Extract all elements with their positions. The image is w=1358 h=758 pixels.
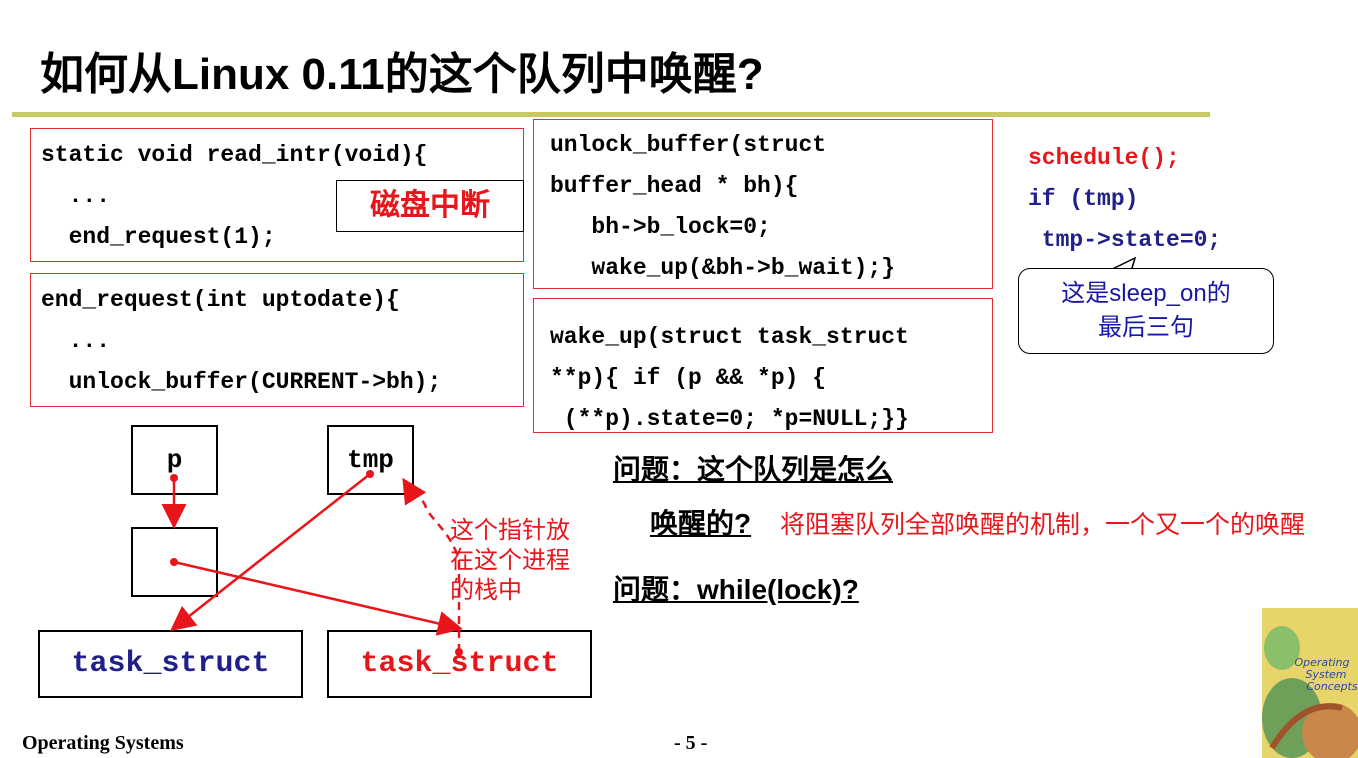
answer-1: 将阻塞队列全部唤醒的机制，一个又一个的唤醒	[780, 511, 1306, 539]
code-line: ...	[41, 328, 111, 354]
arrow-tmp-to-task1	[170, 473, 371, 632]
code-line: ...	[41, 183, 111, 209]
code-line: (**p).state=0; *p=NULL;}}	[550, 406, 909, 432]
disk-interrupt-label: 磁盘中断	[336, 180, 524, 232]
code-line: end_request(int uptodate){	[41, 287, 400, 313]
page-title: 如何从Linux 0.11的这个队列中唤醒?	[40, 50, 764, 99]
title-rule	[12, 112, 1210, 117]
node-tmp: tmp	[327, 425, 414, 495]
code-line: wake_up(struct task_struct	[550, 324, 909, 350]
bubble-line: 最后三句	[1098, 314, 1194, 341]
code-line: static void read_intr(void){	[41, 142, 428, 168]
bubble-line: 这是sleep_on的	[1061, 280, 1231, 307]
task-struct-node-1: task_struct	[38, 630, 303, 698]
arrow-dot	[366, 470, 374, 478]
pointer-note: 这个指针放	[450, 517, 570, 544]
question-1-b: 唤醒的?	[650, 508, 752, 539]
arrow-dot	[170, 558, 178, 566]
code-box-end-request: end_request(int uptodate){ ... unlock_bu…	[30, 273, 524, 407]
node-stack-slot	[131, 527, 218, 597]
code-box-wake-up: wake_up(struct task_struct **p){ if (p &…	[533, 298, 993, 433]
dashed-arrow-task2-to-tmp	[402, 477, 461, 652]
arrow-dot	[170, 474, 178, 482]
pointer-note: 在这个进程	[450, 547, 570, 574]
node-tmp-label: tmp	[347, 445, 394, 475]
code-line: buffer_head * bh){	[550, 173, 799, 199]
question-2: 问题：while(lock)?	[613, 574, 859, 605]
code-box-read-intr: static void read_intr(void){ ... end_req…	[30, 128, 524, 262]
code-line: **p){ if (p && *p) {	[550, 365, 827, 391]
code-line: wake_up(&bh->b_wait);}	[550, 255, 896, 281]
arrow-dot	[455, 648, 463, 656]
book-title-line: System	[1305, 668, 1346, 681]
arrow-slot-to-task2	[173, 560, 463, 636]
code-tmp-state: tmp->state=0;	[1028, 227, 1222, 253]
code-box-unlock-buffer: unlock_buffer(struct buffer_head * bh){ …	[533, 119, 993, 289]
callout-bubble: 这是sleep_on的 最后三句	[1018, 268, 1274, 354]
code-line: end_request(1);	[41, 224, 276, 250]
code-if-tmp: if (tmp)	[1028, 186, 1139, 212]
book-title-line: Operating	[1295, 656, 1350, 669]
book-title-line: Concepts	[1306, 680, 1357, 693]
pointer-note: 的栈中	[450, 577, 522, 604]
book-cover-icon: Operating System Concepts	[1262, 608, 1358, 758]
code-line: unlock_buffer(CURRENT->bh);	[41, 369, 442, 395]
code-schedule: schedule();	[1028, 145, 1180, 171]
code-line: bh->b_lock=0;	[550, 214, 771, 240]
footer-page-number: - 5 -	[674, 732, 708, 754]
code-line: unlock_buffer(struct	[550, 132, 827, 158]
footer-course: Operating Systems	[22, 732, 184, 754]
node-p-label: p	[166, 445, 183, 475]
question-1-a: 问题：这个队列是怎么	[613, 454, 894, 485]
task-struct-label: task_struct	[71, 647, 270, 681]
